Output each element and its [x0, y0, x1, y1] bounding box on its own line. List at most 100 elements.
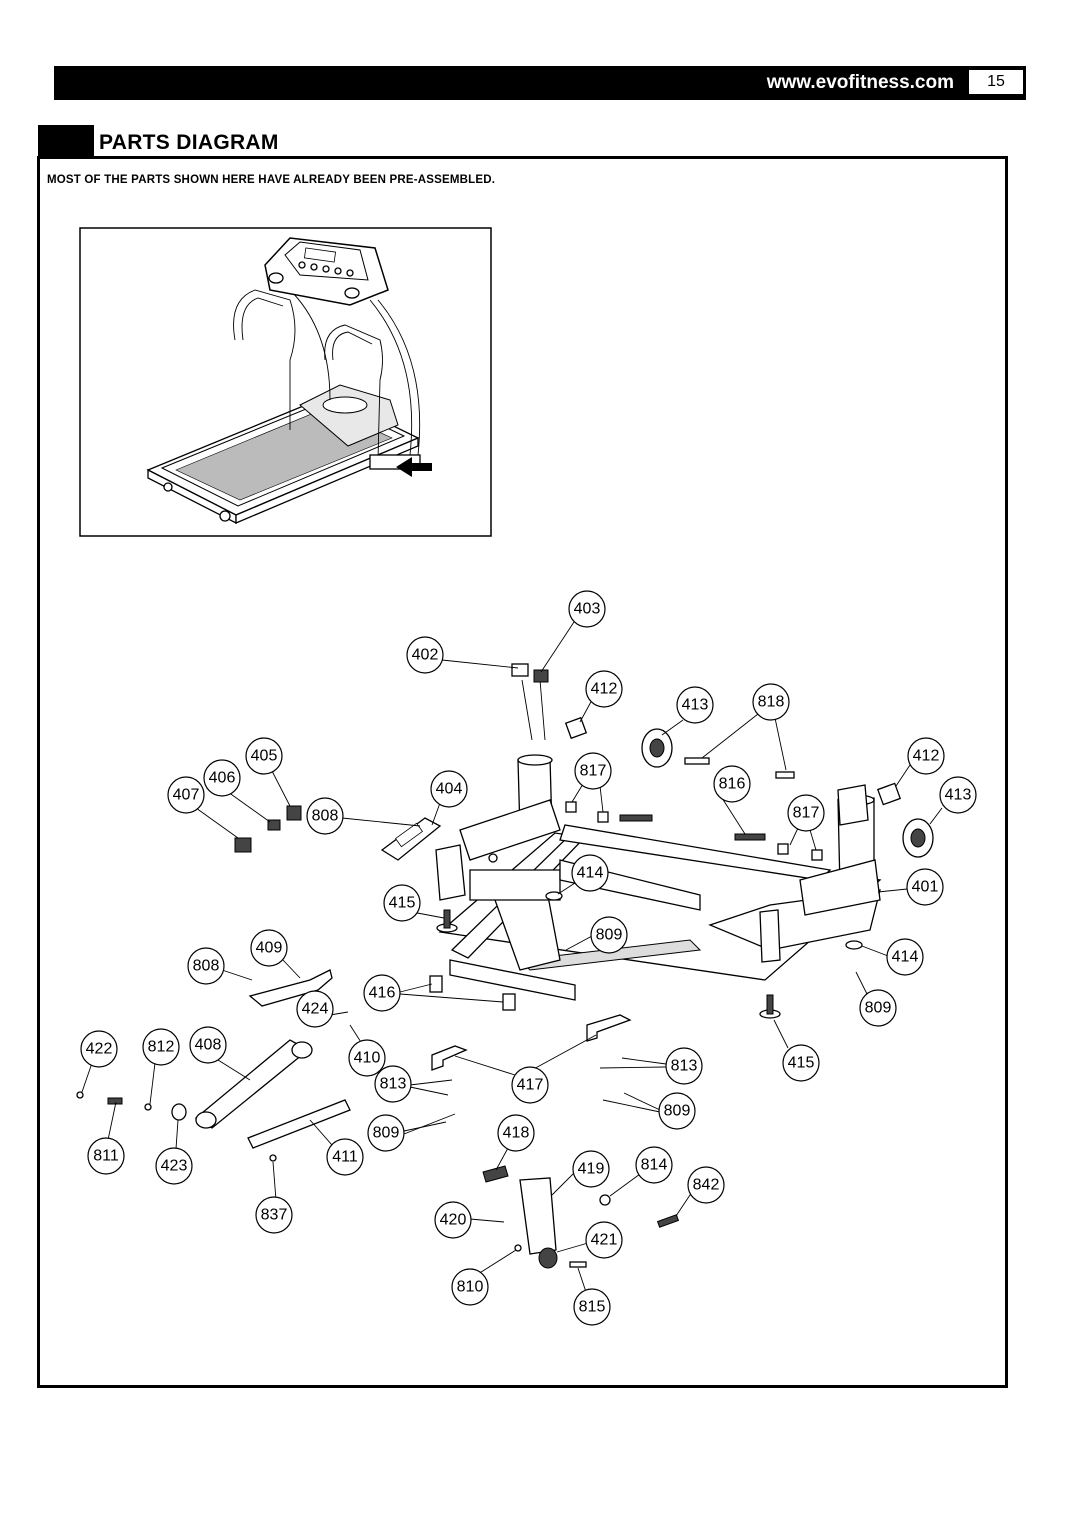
svg-text:419: 419 [578, 1161, 605, 1178]
callout-411: 411 [326, 1138, 364, 1176]
callout-424: 424 [296, 990, 334, 1028]
callout-412b: 412 [907, 737, 945, 775]
callout-413b: 413 [939, 776, 977, 814]
svg-text:408: 408 [195, 1037, 222, 1054]
section-tab-marker [38, 125, 94, 157]
svg-text:809: 809 [596, 927, 623, 944]
svg-text:809: 809 [373, 1125, 400, 1142]
callout-414: 414 [571, 854, 609, 892]
callout-408: 408 [189, 1026, 227, 1064]
svg-text:415: 415 [788, 1055, 815, 1072]
callout-813: 813 [374, 1065, 412, 1103]
svg-text:415: 415 [389, 895, 416, 912]
header-bar: www.evofitness.com 15 [54, 66, 1026, 100]
callout-808b: 808 [187, 947, 225, 985]
callout-414b: 414 [886, 938, 924, 976]
callout-group: 403 402 412 413 818 405 412 406 817 816 … [80, 590, 977, 1326]
callout-421: 421 [585, 1221, 623, 1259]
svg-text:423: 423 [161, 1158, 188, 1175]
callout-809b: 809 [859, 989, 897, 1027]
svg-text:401: 401 [912, 879, 939, 896]
svg-text:402: 402 [412, 647, 439, 664]
callout-409: 409 [250, 929, 288, 967]
callout-404: 404 [430, 770, 468, 808]
callout-419: 419 [572, 1150, 610, 1188]
callout-412: 412 [585, 670, 623, 708]
callout-818: 818 [752, 683, 790, 721]
svg-text:412: 412 [591, 681, 618, 698]
callout-415b: 415 [782, 1044, 820, 1082]
svg-text:816: 816 [719, 776, 746, 793]
callout-814: 814 [635, 1146, 673, 1184]
content-frame [37, 156, 1008, 1388]
svg-text:413: 413 [682, 697, 709, 714]
callout-816: 816 [713, 765, 751, 803]
callout-815: 815 [573, 1288, 611, 1326]
svg-text:811: 811 [93, 1148, 119, 1165]
page-number: 15 [968, 69, 1024, 95]
svg-text:813: 813 [671, 1058, 698, 1075]
svg-text:417: 417 [517, 1077, 544, 1094]
callout-808: 808 [306, 797, 344, 835]
callout-406: 406 [203, 759, 241, 797]
callout-842: 842 [687, 1166, 725, 1204]
svg-text:412: 412 [913, 748, 940, 765]
callout-405: 405 [245, 737, 283, 775]
callout-402: 402 [406, 636, 444, 674]
callout-812: 812 [142, 1028, 180, 1066]
svg-text:812: 812 [148, 1039, 175, 1056]
callout-403: 403 [568, 590, 606, 628]
svg-text:414: 414 [577, 865, 604, 882]
svg-text:409: 409 [256, 940, 283, 957]
svg-text:418: 418 [503, 1125, 530, 1142]
svg-text:815: 815 [579, 1299, 606, 1316]
svg-text:837: 837 [261, 1207, 288, 1224]
svg-text:808: 808 [193, 958, 220, 975]
callout-410: 410 [348, 1039, 386, 1077]
svg-text:407: 407 [173, 787, 200, 804]
section-title: PARTS DIAGRAM [99, 131, 279, 154]
svg-text:810: 810 [457, 1279, 484, 1296]
website-url[interactable]: www.evofitness.com [766, 72, 954, 93]
svg-text:817: 817 [793, 805, 820, 822]
svg-text:405: 405 [251, 748, 278, 765]
svg-text:410: 410 [354, 1050, 381, 1067]
callout-809: 809 [590, 916, 628, 954]
svg-text:809: 809 [865, 1000, 892, 1017]
callout-423: 423 [155, 1147, 193, 1185]
svg-text:420: 420 [440, 1212, 467, 1229]
callout-809d: 809 [658, 1092, 696, 1130]
callout-809c: 809 [367, 1114, 405, 1152]
svg-text:808: 808 [312, 808, 339, 825]
svg-text:809: 809 [664, 1103, 691, 1120]
callout-811: 811 [87, 1137, 125, 1175]
svg-text:424: 424 [302, 1001, 329, 1018]
svg-text:411: 411 [332, 1149, 358, 1166]
svg-text:422: 422 [86, 1041, 113, 1058]
svg-text:421: 421 [591, 1232, 618, 1249]
svg-text:416: 416 [369, 985, 396, 1002]
svg-text:403: 403 [574, 601, 601, 618]
exploded-frame-assembly [76, 663, 934, 1269]
callout-401: 401 [906, 868, 944, 906]
svg-text:406: 406 [209, 770, 236, 787]
svg-text:842: 842 [693, 1177, 720, 1194]
svg-text:404: 404 [436, 781, 463, 798]
callout-422: 422 [80, 1030, 118, 1068]
pre-assembled-note: MOST OF THE PARTS SHOWN HERE HAVE ALREAD… [47, 174, 496, 186]
svg-text:813: 813 [380, 1076, 407, 1093]
treadmill-overview-illustration [79, 227, 492, 537]
svg-text:818: 818 [758, 694, 785, 711]
callout-837: 837 [255, 1196, 293, 1234]
callout-420: 420 [434, 1201, 472, 1239]
callout-418: 418 [497, 1114, 535, 1152]
callout-416: 416 [363, 974, 401, 1012]
callout-810: 810 [451, 1268, 489, 1306]
svg-text:817: 817 [580, 763, 607, 780]
svg-text:814: 814 [641, 1157, 668, 1174]
callout-817b: 817 [787, 794, 825, 832]
svg-text:414: 414 [892, 949, 919, 966]
callout-407: 407 [167, 776, 205, 814]
callout-415: 415 [383, 884, 421, 922]
